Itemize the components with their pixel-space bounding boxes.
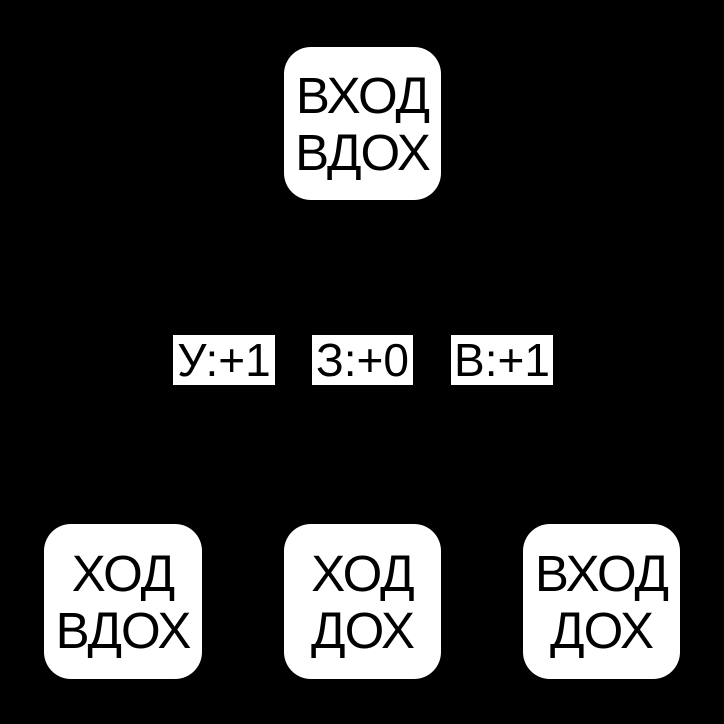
edge-label-middle: З:+0: [312, 335, 413, 385]
edge-label-left-text: У:+1: [177, 334, 271, 386]
node-root-word-bottom: ВДОХ: [295, 123, 431, 181]
node-child-right-word-bottom: ДОХ: [550, 601, 654, 659]
node-child-middle[interactable]: ХОД ДОХ: [284, 524, 441, 679]
node-child-left[interactable]: ХОД ВДОХ: [44, 524, 202, 679]
node-child-right[interactable]: ВХОД ДОХ: [523, 524, 680, 679]
edge-label-right-text: В:+1: [454, 334, 550, 386]
node-child-middle-word-bottom: ДОХ: [311, 601, 415, 659]
node-child-left-word-bottom: ВДОХ: [55, 601, 192, 659]
edge-label-left: У:+1: [173, 335, 275, 385]
edge-label-middle-text: З:+0: [315, 334, 409, 386]
node-child-right-word-top: ВХОД: [534, 544, 669, 602]
edge-label-right: В:+1: [451, 335, 553, 385]
node-child-left-word-top: ХОД: [71, 544, 175, 602]
node-root-word-top: ВХОД: [295, 66, 430, 124]
node-root[interactable]: ВХОД ВДОХ: [284, 47, 441, 200]
node-child-middle-word-top: ХОД: [311, 544, 414, 602]
